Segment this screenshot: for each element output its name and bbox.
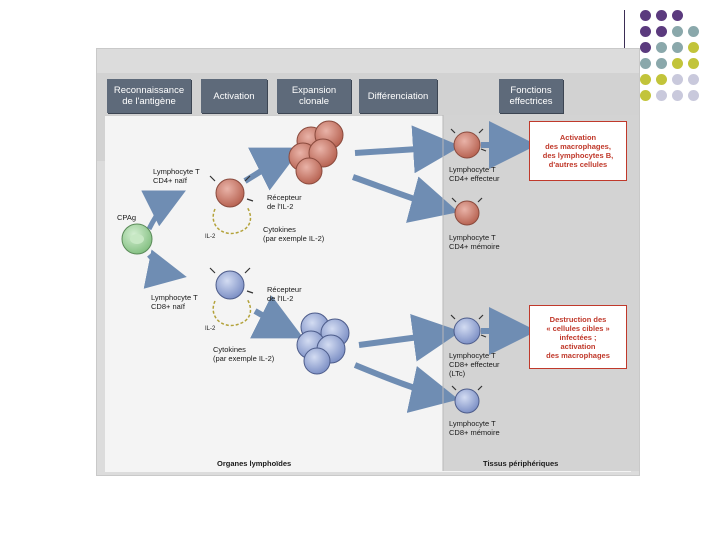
diagram-artwork — [121, 115, 537, 471]
label-cytokines-top: Cytokines (par exemple IL-2) — [263, 225, 325, 243]
arrow-cd8-to-memory — [353, 362, 459, 413]
arrow-cd4-to-expansion — [243, 147, 302, 191]
cytokine-loop-bottom — [212, 298, 252, 327]
step-recognition: Reconnaissance de l'antigène — [107, 79, 191, 113]
step-effector-functions: Fonctions effectrices — [499, 79, 563, 113]
footer-peripheral-tissues: Tissus périphériques — [483, 459, 559, 468]
label-cd4-memory: Lymphocyte T CD4+ mémoire — [449, 233, 500, 251]
arrow-cd8-to-expansion — [250, 295, 304, 339]
arrow-apc-to-cd8 — [143, 249, 187, 289]
cd4-memory-cell — [451, 197, 483, 226]
label-il2-receptor-bottom: Récepteur de l'IL-2 — [267, 285, 302, 303]
arrow-cd4-to-memory — [352, 174, 459, 223]
arrow-apc-to-cd4 — [141, 190, 186, 231]
label-cd8-naive: Lymphocyte T CD8+ naïf — [151, 293, 198, 311]
arrow-cd4-to-effector — [354, 125, 461, 174]
label-cd8-effector: Lymphocyte T CD8+ effecteur (LTc) — [449, 351, 500, 378]
label-cd8-memory: Lymphocyte T CD8+ mémoire — [449, 419, 500, 437]
step-differentiation: Différenciation — [359, 79, 437, 113]
cd8-effector-cell — [450, 314, 487, 345]
label-apc: CPAg — [117, 213, 137, 222]
cytokine-loop-top — [212, 206, 252, 235]
function-box-cd4: Activation des macrophages, des lymphocy… — [529, 121, 627, 181]
label-cd4-naive: Lymphocyte T CD4+ naïf — [153, 167, 200, 185]
label-il2-mark-bottom: IL-2 — [205, 326, 216, 332]
step-clonal-expansion: Expansion clonale — [277, 79, 351, 113]
decorative-line — [624, 10, 625, 50]
cd8-memory-cell — [451, 385, 483, 414]
label-il2-mark-top: IL-2 — [205, 234, 216, 240]
cd4-clonal-expansion-cluster — [288, 120, 344, 185]
function-box-cd8: Destruction des « cellules cibles » infe… — [529, 305, 627, 369]
cd4-effector-cell — [450, 128, 487, 159]
decorative-dot-grid — [640, 10, 718, 102]
label-il2-receptor-top: Récepteur de l'IL-2 — [267, 193, 302, 211]
cd8-clonal-expansion-cluster — [296, 312, 350, 375]
antigen-presenting-cell — [121, 223, 153, 255]
step-activation: Activation — [201, 79, 267, 113]
arrow-cd8-to-effector — [358, 313, 461, 362]
label-cd4-effector: Lymphocyte T CD4+ effecteur — [449, 165, 500, 183]
immune-response-figure: Reconnaissance de l'antigène Activation … — [96, 48, 640, 476]
naive-cd4-cell — [209, 175, 254, 208]
naive-cd8-cell — [209, 267, 254, 300]
label-cytokines-bottom: Cytokines (par exemple IL-2) — [213, 345, 275, 363]
footer-lymphoid-organs: Organes lymphoïdes — [217, 459, 292, 468]
